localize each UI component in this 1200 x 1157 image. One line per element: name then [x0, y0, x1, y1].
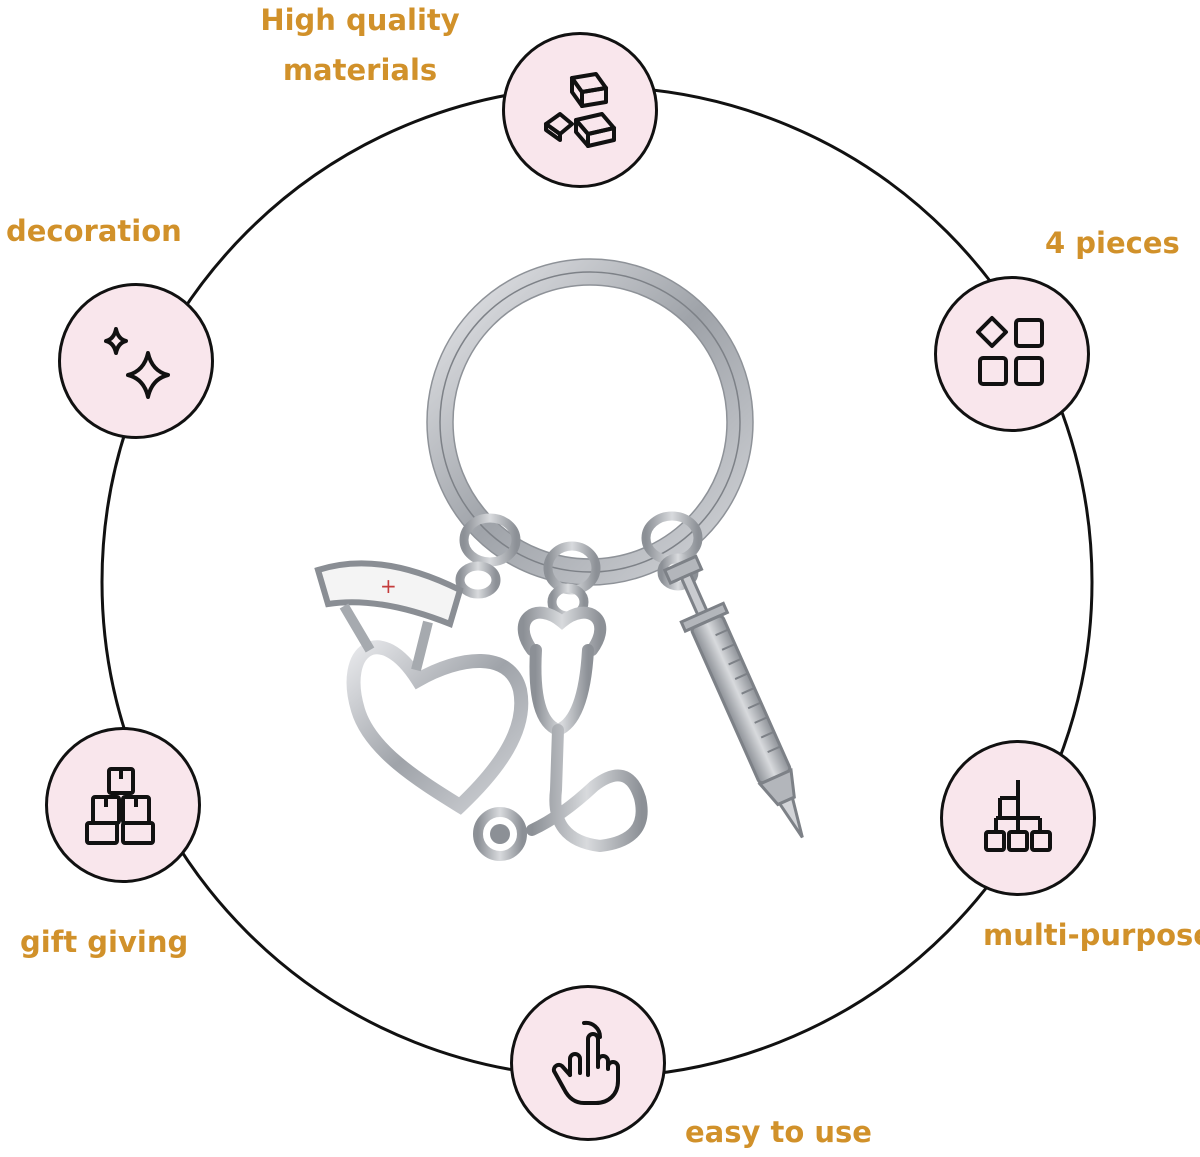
label-multi-purpose: multi-purpose	[983, 918, 1200, 952]
badge-gift-giving	[45, 727, 201, 883]
svg-text:+: +	[380, 574, 397, 598]
gold-bars-icon	[544, 72, 616, 148]
badge-materials	[502, 32, 658, 188]
label-materials: High quality materials	[240, 0, 480, 95]
badge-multi-purpose	[940, 740, 1096, 896]
syringe-charm	[662, 554, 804, 839]
badge-4-pieces	[934, 276, 1090, 432]
nurse-cap-heart-charm: +	[314, 560, 529, 815]
sparkles-icon	[104, 327, 170, 399]
label-materials-line1: High quality	[260, 3, 460, 37]
keychain-with-nurse-charms: +	[314, 258, 804, 861]
jump-ring-left	[459, 513, 521, 567]
badge-decoration	[58, 283, 214, 439]
label-gift-giving: gift giving	[20, 925, 189, 959]
hierarchy-icon	[984, 780, 1052, 852]
key-ring	[426, 258, 754, 586]
badge-easy-to-use	[510, 985, 666, 1141]
stethoscope-charm	[473, 606, 648, 861]
label-materials-line2: materials	[282, 53, 438, 87]
shapes-blocks-icon	[976, 316, 1044, 386]
label-4-pieces: 4 pieces	[1045, 226, 1180, 260]
label-decoration: decoration	[6, 214, 182, 248]
hand-tap-icon	[551, 1020, 620, 1105]
label-easy-to-use: easy to use	[685, 1115, 872, 1149]
stacked-boxes-icon	[85, 767, 155, 845]
